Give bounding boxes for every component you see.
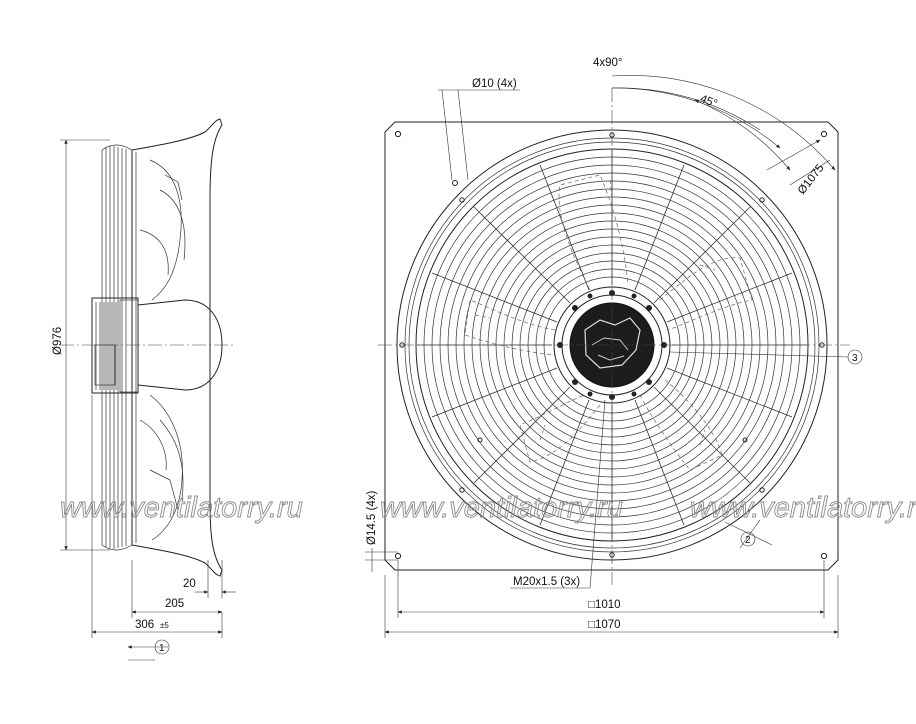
blades-hidden bbox=[464, 174, 753, 471]
front-view: Ø10 (4x) 4x90° 45° Ø1075 3 2 bbox=[365, 57, 863, 638]
callout-3-label: 3 bbox=[852, 353, 858, 364]
blades-side bbox=[139, 159, 186, 541]
guard-profile bbox=[101, 144, 133, 551]
corner-hole-br bbox=[820, 552, 828, 560]
corner-hole-tl bbox=[394, 130, 402, 138]
dim-306-label: 306 bbox=[135, 619, 154, 631]
watermark-text-3: www.ventilatorry.ru bbox=[690, 492, 916, 524]
corner-hole-bl bbox=[394, 552, 402, 560]
side-diameter-label: Ø976 bbox=[52, 327, 64, 355]
dim-1070-label: □1070 bbox=[588, 619, 621, 631]
watermark-text: www.ventilatorry.ru bbox=[60, 492, 303, 524]
angle-45-label: 45° bbox=[698, 93, 719, 111]
side-view: Ø976 20 205 306 ±5 1 bbox=[52, 118, 236, 661]
hole-diameter-label: Ø10 (4x) bbox=[472, 78, 517, 90]
motor-side bbox=[91, 297, 223, 394]
airflow-marker-label: 1 bbox=[159, 643, 165, 654]
corner-hole-tr bbox=[820, 130, 828, 138]
mounting-plate bbox=[384, 121, 839, 571]
angle-4x90-label: 4x90° bbox=[593, 57, 623, 69]
nozzle-outline bbox=[131, 118, 223, 577]
bolt-circle-label: Ø1075 bbox=[796, 162, 827, 197]
watermark-text-2: www.ventilatorry.ru bbox=[380, 492, 623, 524]
dim-205-label: 205 bbox=[165, 598, 184, 610]
dim-306-tolerance: ±5 bbox=[160, 621, 169, 630]
cable-gland-label: M20x1.5 (3x) bbox=[513, 576, 580, 588]
mount-hole-label: Ø14.5 (4x) bbox=[366, 491, 378, 545]
dim-1010-label: □1010 bbox=[588, 599, 621, 611]
dim-20-label: 20 bbox=[183, 578, 196, 590]
callout-2-label: 2 bbox=[745, 535, 751, 546]
